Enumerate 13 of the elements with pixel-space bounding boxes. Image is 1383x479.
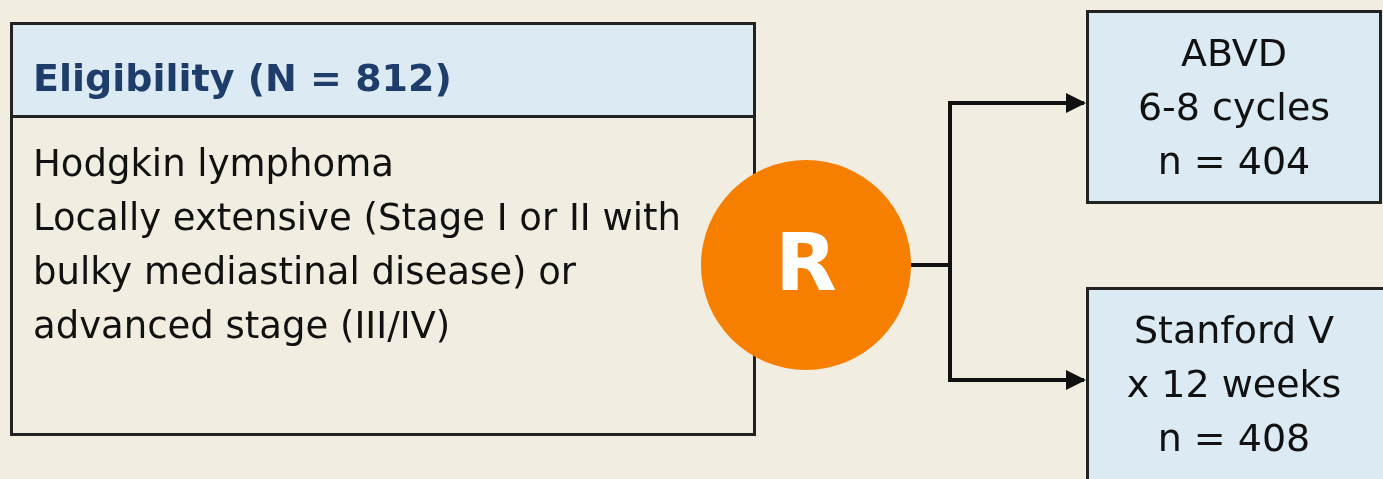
arm-text-line: Stanford V [1132,307,1336,354]
arm-text-line: x 12 weeks [1125,361,1343,408]
box-heading: Eligibility (N = 812) [13,25,753,118]
arm-text-line: 6-8 cycles [1136,84,1332,131]
arm-text-line: ABVD [1179,30,1289,77]
arm-text-line: n = 404 [1156,138,1312,185]
criteria-text: Hodgkin lymphoma [33,141,395,187]
criteria-text: Locally extensive (Stage I or II with bulky mediastinal disease) or advanced stage (III/IV) [33,195,683,349]
eligibility-box [10,22,756,436]
treatment-arm-box [1086,10,1382,204]
arm-text-line: n = 408 [1156,415,1312,462]
treatment-arm-box [1086,287,1383,479]
randomization-letter: R [774,218,838,308]
